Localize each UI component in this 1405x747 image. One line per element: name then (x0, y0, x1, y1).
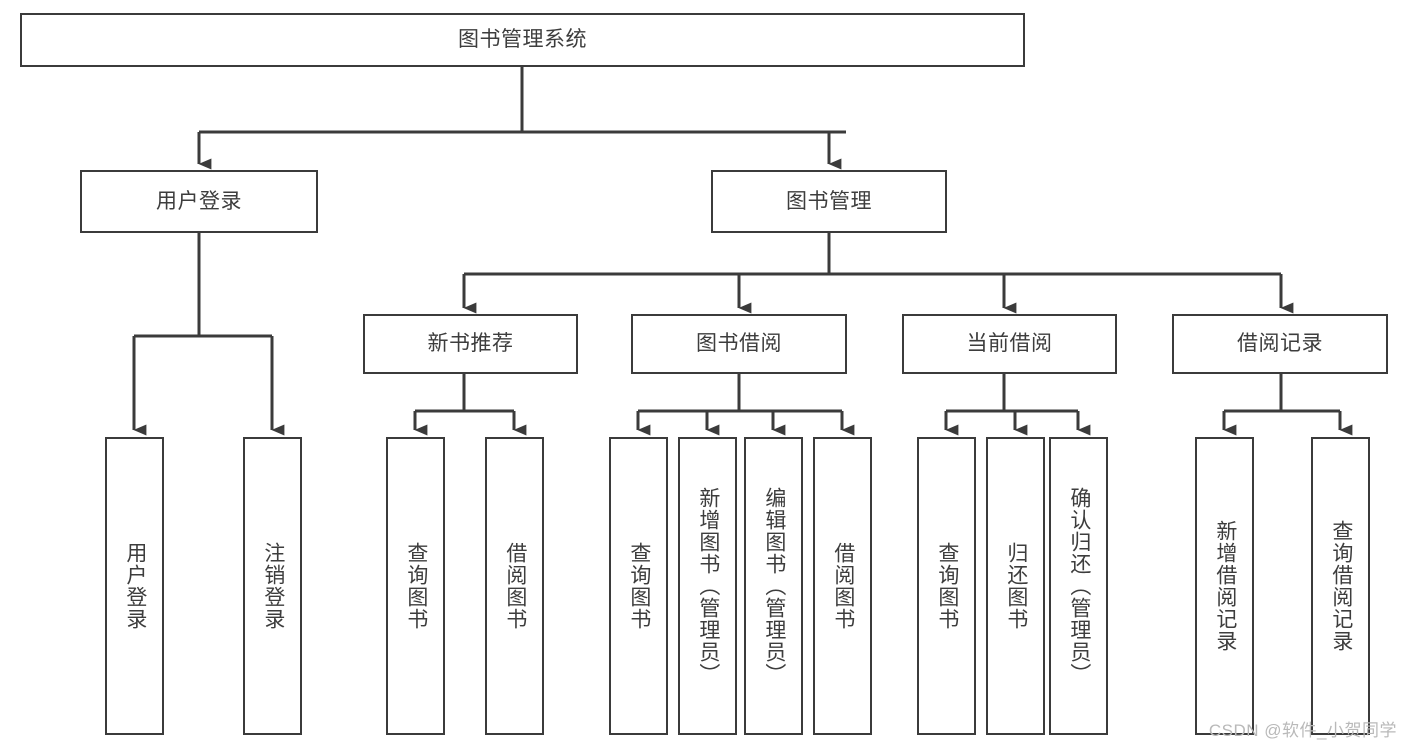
leaf-borrowrecord-add-record[interactable]: 新增借阅记录 (1195, 437, 1254, 735)
leaf-bookborrow-borrow-book-label: 借阅图书 (831, 542, 855, 630)
leaf-newbook-query-book[interactable]: 查询图书 (386, 437, 445, 735)
node-current-borrow-label: 当前借阅 (966, 332, 1053, 356)
node-new-book-recommend-label: 新书推荐 (427, 332, 514, 356)
leaf-currentborrow-return-book-label: 归还图书 (1004, 542, 1028, 630)
node-borrow-record[interactable]: 借阅记录 (1172, 314, 1388, 374)
leaf-currentborrow-confirm-return-label: 确认归还（管理员） (1067, 487, 1091, 685)
node-book-borrow[interactable]: 图书借阅 (631, 314, 847, 374)
node-user-login-label: 用户登录 (156, 189, 242, 213)
node-book-borrow-label: 图书借阅 (696, 332, 782, 356)
watermark: CSDN @软件_小贺同学 (1208, 721, 1397, 740)
node-book-manage[interactable]: 图书管理 (711, 170, 947, 233)
leaf-bookborrow-edit-book-label: 编辑图书（管理员） (762, 487, 786, 685)
leaf-bookborrow-query-book[interactable]: 查询图书 (609, 437, 668, 735)
leaf-bookborrow-edit-book[interactable]: 编辑图书（管理员） (744, 437, 803, 735)
leaf-bookborrow-add-book[interactable]: 新增图书（管理员） (678, 437, 737, 735)
leaf-currentborrow-query-book[interactable]: 查询图书 (917, 437, 976, 735)
leaf-newbook-borrow-book-label: 借阅图书 (503, 542, 527, 630)
node-root[interactable]: 图书管理系统 (20, 13, 1025, 67)
node-book-manage-label: 图书管理 (786, 189, 872, 213)
leaf-currentborrow-confirm-return[interactable]: 确认归还（管理员） (1049, 437, 1108, 735)
leaf-logout-label: 注销登录 (261, 542, 285, 630)
leaf-newbook-query-book-label: 查询图书 (404, 542, 428, 630)
leaf-borrowrecord-query-record-label: 查询借阅记录 (1329, 520, 1353, 652)
leaf-logout[interactable]: 注销登录 (243, 437, 302, 735)
leaf-user-login[interactable]: 用户登录 (105, 437, 164, 735)
leaf-newbook-borrow-book[interactable]: 借阅图书 (485, 437, 544, 735)
node-new-book-recommend[interactable]: 新书推荐 (363, 314, 578, 374)
leaf-user-login-label: 用户登录 (123, 542, 147, 630)
node-borrow-record-label: 借阅记录 (1237, 332, 1323, 356)
leaf-borrowrecord-query-record[interactable]: 查询借阅记录 (1311, 437, 1370, 735)
leaf-bookborrow-query-book-label: 查询图书 (627, 542, 651, 630)
node-current-borrow[interactable]: 当前借阅 (902, 314, 1117, 374)
leaf-currentborrow-return-book[interactable]: 归还图书 (986, 437, 1045, 735)
leaf-bookborrow-add-book-label: 新增图书（管理员） (696, 487, 720, 685)
leaf-currentborrow-query-book-label: 查询图书 (935, 542, 959, 630)
leaf-bookborrow-borrow-book[interactable]: 借阅图书 (813, 437, 872, 735)
leaf-borrowrecord-add-record-label: 新增借阅记录 (1213, 520, 1237, 652)
node-root-label: 图书管理系统 (458, 28, 587, 52)
node-user-login[interactable]: 用户登录 (80, 170, 318, 233)
